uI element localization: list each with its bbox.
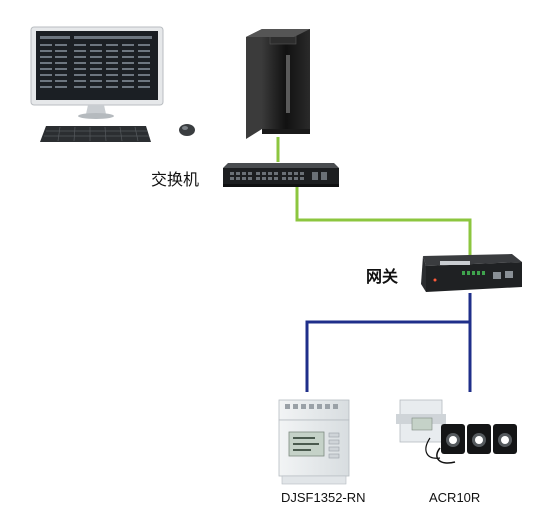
meter1-upper <box>278 399 350 421</box>
meter-acr10r-label: ACR10R <box>429 490 481 505</box>
meter2-lcd <box>411 417 433 431</box>
network-switch-icon <box>223 163 339 187</box>
ct-cable <box>436 447 456 464</box>
keyboard <box>40 126 151 142</box>
monitor-base <box>78 113 114 119</box>
ct-ring-1 <box>441 424 465 454</box>
gateway-side <box>421 256 426 292</box>
meter1-buttons <box>328 432 340 459</box>
dc-meter-icon <box>278 399 350 485</box>
gateway-device-icon <box>421 254 522 292</box>
desktop-computer-icon <box>30 26 195 142</box>
switch-bottom <box>223 184 339 187</box>
gateway-label: 网关 <box>366 267 399 286</box>
current-sensor-meter-icon <box>396 399 517 464</box>
switch-label: 交换机 <box>151 170 200 189</box>
meter1-lcd-digits <box>293 437 319 451</box>
meter1-lower <box>281 475 347 485</box>
mouse-highlight <box>182 126 188 130</box>
switch-ports <box>230 172 327 180</box>
gateway-rj45-port <box>493 272 501 279</box>
server-tower-icon <box>246 29 310 139</box>
mouse-icon <box>179 124 195 136</box>
tower-top <box>246 29 310 37</box>
rs485-line-gateway-meters <box>305 293 472 392</box>
monitor-screen <box>36 31 158 100</box>
tower-foot <box>262 129 310 134</box>
tower-stripe <box>286 55 290 113</box>
gateway-label-plate <box>440 261 470 265</box>
ct-ring-3 <box>493 424 517 454</box>
monitor-stand <box>86 105 106 114</box>
ethernet-line-switch-gateway <box>295 187 472 257</box>
ct-ring-2 <box>467 424 491 454</box>
ct-cable-2 <box>425 437 441 459</box>
tower-side <box>246 29 262 139</box>
tower-bay <box>269 35 297 45</box>
meter-djsf1352-label: DJSF1352-RN <box>281 490 366 505</box>
keyboard-keys <box>44 126 149 142</box>
gateway-terminals <box>462 271 485 275</box>
gateway-led <box>433 278 437 282</box>
gateway-rj45-port-2 <box>505 271 513 278</box>
connections <box>276 137 472 392</box>
screen-grid <box>40 36 152 88</box>
switch-top <box>223 163 339 168</box>
gateway-front <box>426 262 522 292</box>
meter1-terminals <box>285 404 338 409</box>
